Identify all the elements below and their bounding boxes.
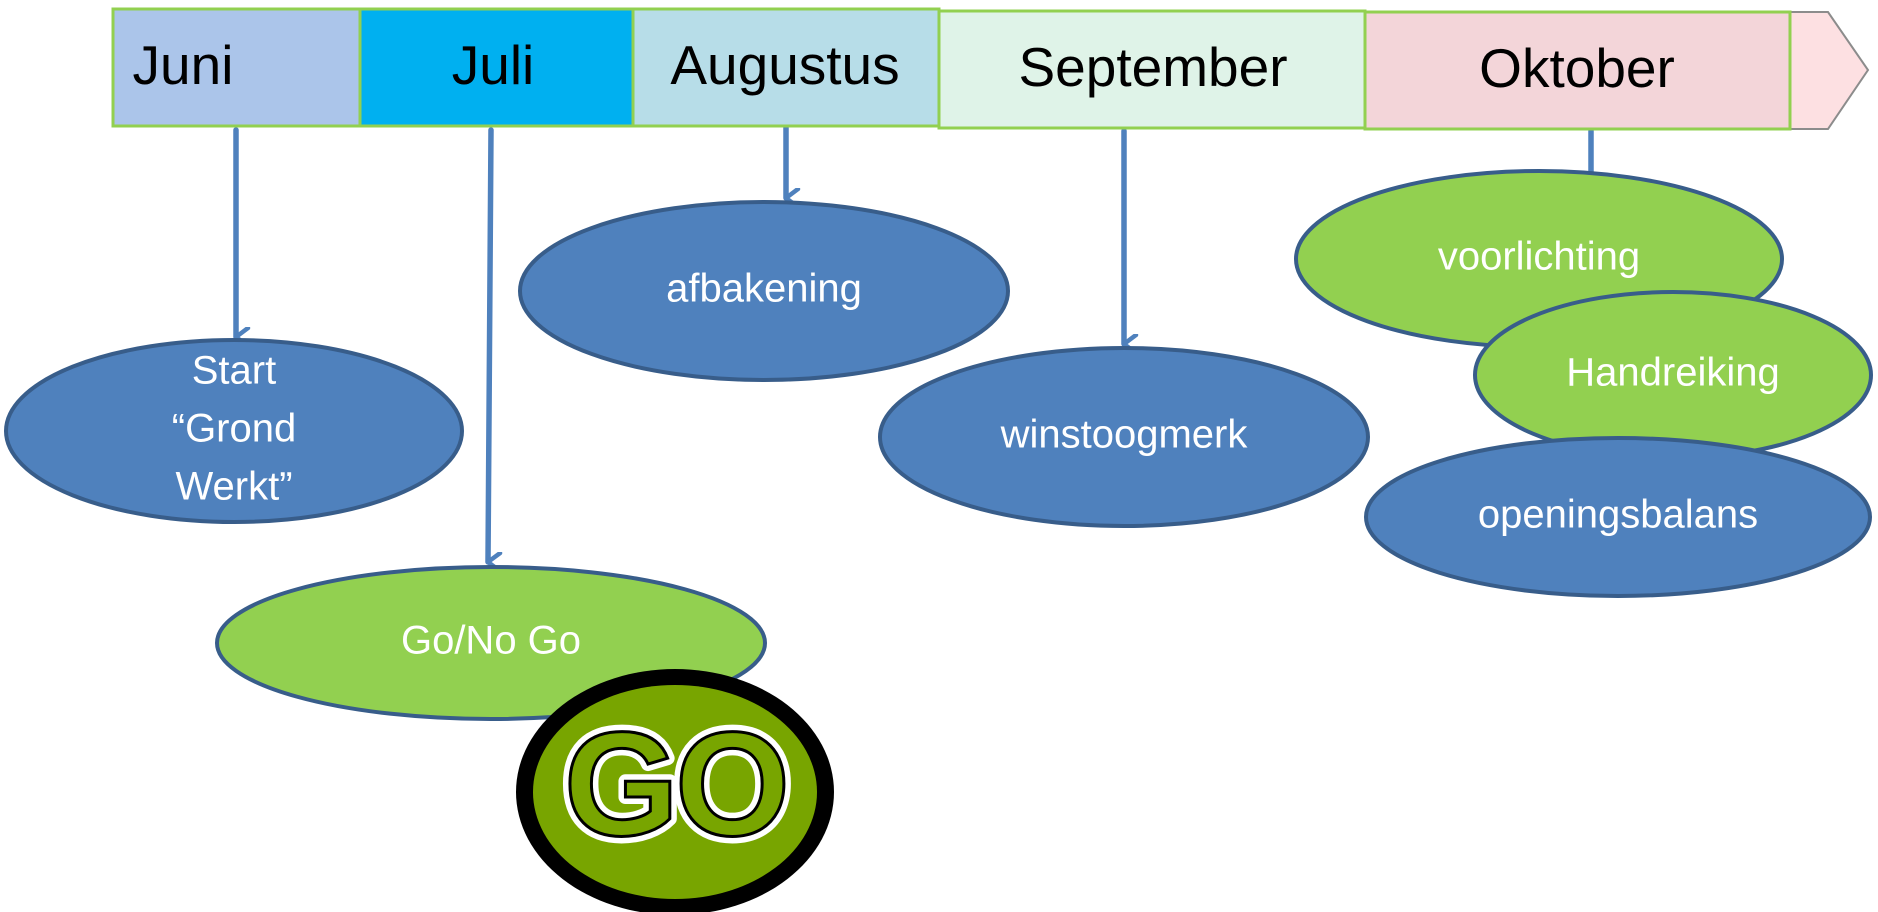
connector-arrow: [485, 127, 491, 562]
milestone-ellipse: [878, 346, 1370, 528]
month-label: Juni: [133, 34, 234, 96]
milestone-label: voorlichting: [1438, 235, 1640, 279]
month-juni: Juni: [111, 7, 362, 128]
timeline-arrow-tip: [1784, 11, 1870, 130]
month-label: Augustus: [670, 34, 899, 96]
go-badge-text-outline: GO: [564, 702, 786, 867]
milestone-winstoogmerk: winstoogmerk: [878, 346, 1370, 528]
milestone-ellipse: [1364, 436, 1872, 598]
milestone-label: Werkt”: [175, 465, 292, 509]
month-box: [631, 7, 941, 128]
month-box: [1363, 10, 1792, 131]
milestone-label: winstoogmerk: [1000, 413, 1249, 457]
milestone-ellipse: [518, 200, 1010, 382]
go-badge-text: GO: [564, 702, 786, 867]
go-badge-fill: [533, 685, 817, 899]
month-label: Juli: [452, 34, 535, 96]
milestone-label: “Grond: [172, 407, 297, 451]
milestone-handreiking: Handreiking: [1473, 290, 1873, 460]
month-box: [111, 7, 362, 128]
month-september: September: [937, 9, 1367, 130]
milestone-openingsbalans: openingsbalans: [1364, 436, 1872, 598]
milestone-afbakening: afbakening: [518, 200, 1010, 382]
month-label: Oktober: [1479, 37, 1675, 99]
month-juli: Juli: [358, 7, 635, 128]
milestone-label: Start: [192, 349, 276, 393]
connector-layer: [233, 125, 1594, 562]
milestone-label: Handreiking: [1566, 351, 1779, 395]
month-box: [358, 7, 635, 128]
milestone-label: afbakening: [666, 267, 862, 311]
milestone-label: Go/No Go: [401, 619, 581, 663]
milestone-label: openingsbalans: [1478, 493, 1758, 537]
timeline-ribbon: Juni Juli Augustus September Oktober: [111, 7, 1870, 131]
milestone-ellipse: [4, 338, 464, 524]
month-augustus: Augustus: [631, 7, 941, 128]
month-box: [937, 9, 1367, 130]
month-oktober: Oktober: [1363, 10, 1792, 131]
month-label: September: [1018, 36, 1287, 98]
